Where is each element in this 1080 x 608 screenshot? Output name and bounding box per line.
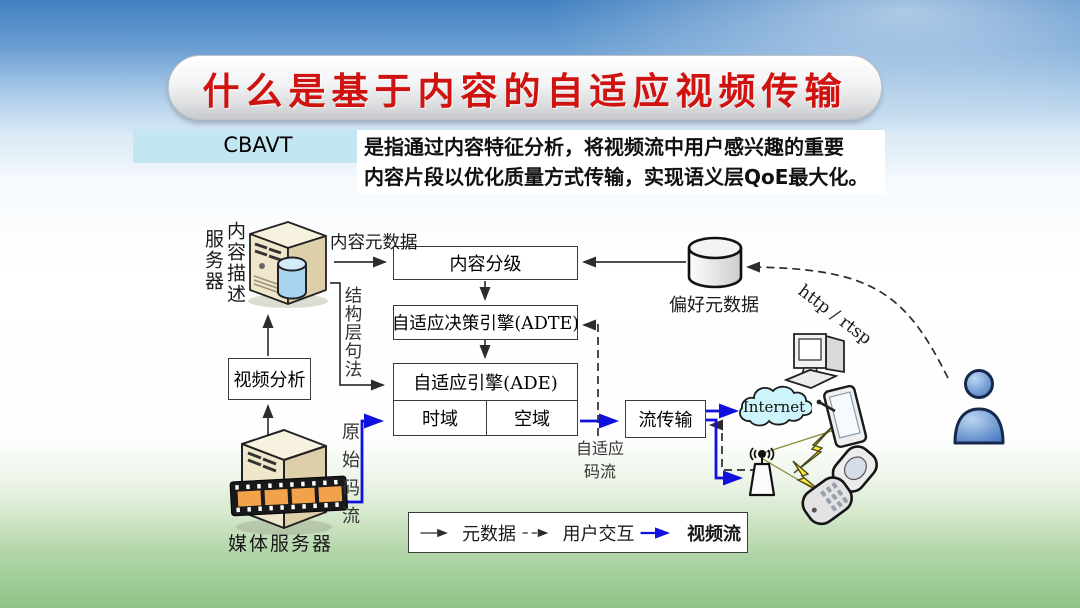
video-stream-arrows — [345, 403, 743, 504]
database-cylinder-icon — [686, 235, 744, 291]
cloud-icon: Internet — [736, 381, 812, 433]
server-tower-database-icon — [238, 220, 338, 308]
ade-box: 自适应引擎(ADE) 时域 空域 — [393, 363, 578, 436]
preference-metadata-label: 偏好元数据 — [669, 295, 759, 316]
ade-title: 自适应引擎(ADE) — [413, 373, 558, 394]
video-stream-arrow-key — [640, 526, 671, 539]
original-stream-label: 原始码流 — [339, 422, 360, 534]
legend-video-stream: 视频流 — [687, 523, 741, 545]
user-interaction-arrow-key — [522, 528, 549, 537]
temporal-cell: 时域 — [394, 401, 487, 435]
video-analysis-box: 视频分析 — [228, 358, 311, 400]
definition-text-box: 是指通过内容特征分析，将视频流中用户感兴趣的重要 内容片段以优化质量方式传输，实… — [357, 130, 885, 194]
definition-line1: 是指通过内容特征分析，将视频流中用户感兴趣的重要 — [364, 135, 844, 159]
definition-term: CBAVT — [223, 133, 293, 157]
legend-user-interaction: 用户交互 — [562, 523, 635, 545]
stream-transmission-box: 流传输 — [625, 400, 706, 438]
tablet-stylus-icon — [816, 382, 874, 454]
desktop-computer-icon — [784, 328, 856, 392]
flip-phone-icon — [798, 442, 898, 526]
server-label: 服务器 — [202, 229, 224, 292]
spatial-cell: 空域 — [514, 409, 550, 430]
wireless-antenna-icon — [740, 440, 784, 498]
content-grading-box: 内容分级 — [393, 246, 578, 280]
adte-box: 自适应决策引擎(ADTE) — [391, 305, 580, 340]
title-banner: 什么是基于内容的自适应视频传输 — [168, 55, 882, 120]
user-interaction-arrows — [582, 261, 949, 471]
structure-syntax-label: 结构层句法 — [342, 286, 362, 379]
page-title: 什么是基于内容的自适应视频传输 — [202, 69, 848, 113]
content-grading-label: 内容分级 — [449, 254, 522, 275]
definition-line2: 内容片段以优化质量方式传输，实现语义层QoE最大化。 — [364, 165, 869, 189]
adte-label: 自适应决策引擎(ADTE) — [391, 314, 580, 334]
content-metadata-label: 内容元数据 — [330, 233, 418, 253]
media-server-label: 媒体服务器 — [228, 533, 334, 555]
person-icon — [948, 368, 1010, 446]
ade-domains-row: 时域 空域 — [394, 400, 577, 435]
content-description-label: 内容描述 — [224, 221, 246, 305]
legend-metadata: 元数据 — [461, 523, 516, 545]
video-analysis-label: 视频分析 — [233, 370, 306, 391]
metadata-arrow-key — [420, 528, 448, 537]
stream-transmission-label: 流传输 — [638, 410, 693, 431]
lightning-bolt-icon — [793, 422, 837, 474]
wireless-links — [762, 422, 839, 492]
internet-label: Internet — [743, 398, 805, 416]
server-tower-film-icon — [222, 426, 354, 538]
adaptive-stream-label: 自适应 码流 — [575, 439, 624, 481]
legend-box: 元数据 用户交互 视频流 — [408, 512, 748, 553]
